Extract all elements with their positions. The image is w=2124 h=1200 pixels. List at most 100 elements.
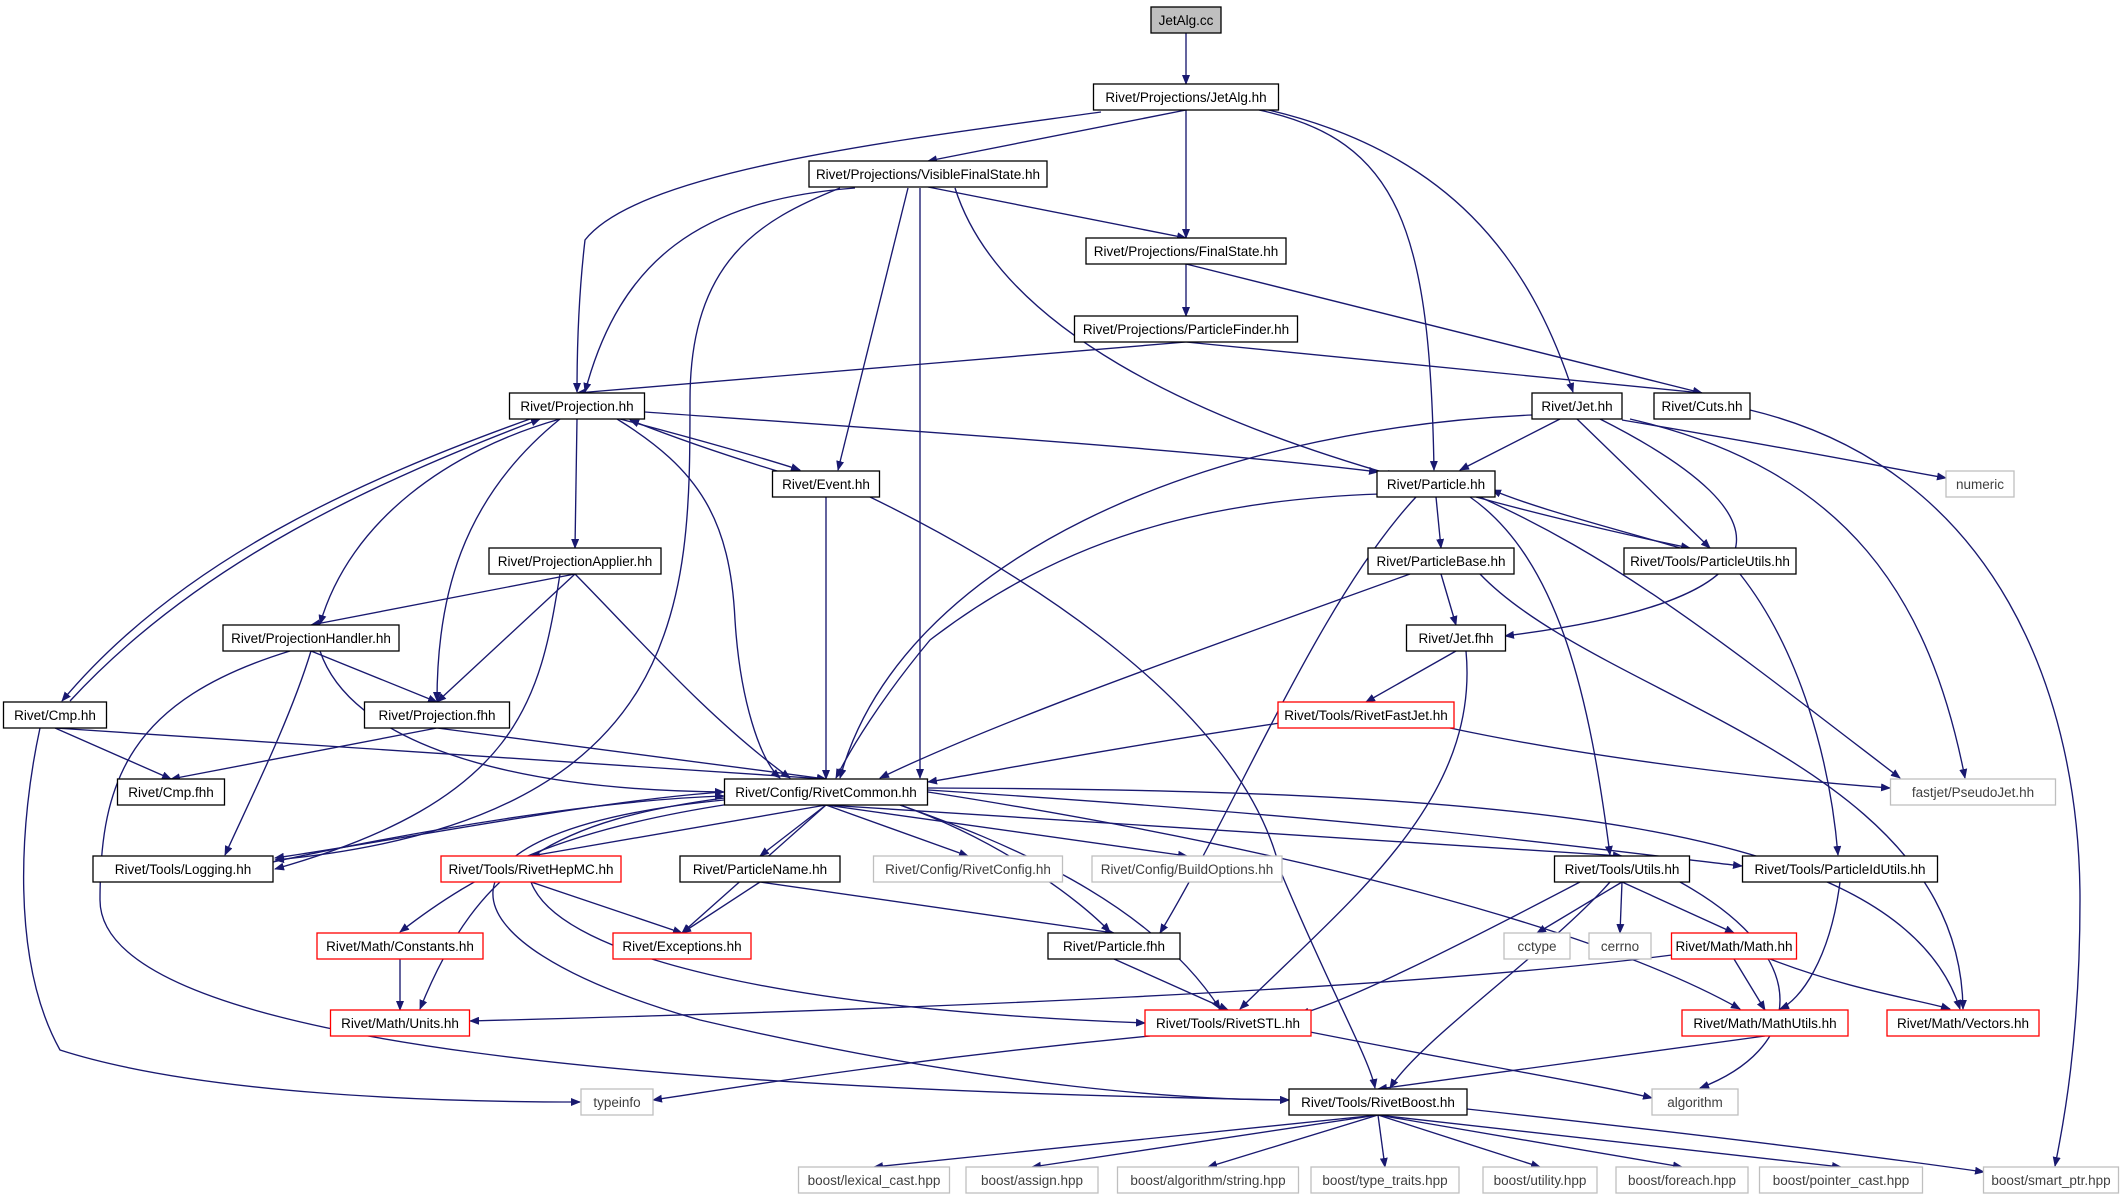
node-particleidutils[interactable]: Rivet/Tools/ParticleIdUtils.hh	[1741, 855, 1939, 883]
node-box	[1116, 1166, 1300, 1194]
edge-projhandler-to-rivetboost	[99, 650, 1290, 1104]
edge-jet_hh-to-particleutils	[1576, 418, 1711, 549]
node-exceptions[interactable]: Rivet/Exceptions.hh	[612, 932, 752, 960]
edge-projapplier-to-rivetcommon	[574, 573, 791, 779]
node-pseudojet[interactable]: fastjet/PseudoJet.hh	[1889, 778, 2057, 806]
node-label: Rivet/Math/Vectors.hh	[1897, 1016, 2029, 1031]
node-box	[1553, 855, 1691, 883]
node-rivetcommon[interactable]: Rivet/Config/RivetCommon.hh	[723, 778, 929, 806]
node-particlebase[interactable]: Rivet/ParticleBase.hh	[1367, 547, 1515, 575]
node-b-algstring[interactable]: boost/algorithm/string.hpp	[1116, 1166, 1300, 1194]
node-box	[965, 1166, 1099, 1194]
node-particlename[interactable]: Rivet/ParticleName.hh	[679, 855, 841, 883]
node-cctype[interactable]: cctype	[1503, 932, 1571, 960]
node-b-utility[interactable]: boost/utility.hpp	[1482, 1166, 1598, 1194]
edge-rivetstl-to-typeinfo	[652, 1035, 1151, 1103]
node-box	[488, 547, 662, 575]
node-projection[interactable]: Rivet/Projection.hh	[508, 392, 646, 420]
node-label: Rivet/Tools/ParticleUtils.hh	[1630, 554, 1790, 569]
edge-rivetcommon-to-rivetconfig	[825, 804, 969, 857]
node-label: Rivet/Cmp.hh	[14, 708, 96, 723]
node-rivetstl[interactable]: Rivet/Tools/RivetSTL.hh	[1144, 1009, 1312, 1037]
node-b-smartptr[interactable]: boost/smart_ptr.hpp	[1982, 1166, 2120, 1194]
node-box	[1376, 470, 1496, 498]
node-constants[interactable]: Rivet/Math/Constants.hh	[316, 932, 484, 960]
node-rivetfastjet[interactable]: Rivet/Tools/RivetFastJet.hh	[1277, 701, 1455, 729]
node-particle[interactable]: Rivet/Particle.hh	[1376, 470, 1496, 498]
node-particleutils[interactable]: Rivet/Tools/ParticleUtils.hh	[1623, 547, 1797, 575]
node-mathutils[interactable]: Rivet/Math/MathUtils.hh	[1681, 1009, 1849, 1037]
edge-rivetcommon-to-rivetstl	[899, 804, 1221, 1010]
node-box	[679, 855, 841, 883]
node-label: Rivet/ProjectionHandler.hh	[231, 631, 391, 646]
edge-proj_pf-to-cuts	[1185, 341, 1703, 397]
node-algorithm[interactable]: algorithm	[1651, 1088, 1739, 1116]
node-box	[92, 855, 274, 883]
node-box	[1670, 932, 1798, 960]
node-particle-fhh[interactable]: Rivet/Particle.fhh	[1047, 932, 1181, 960]
edge-proj_vfs-to-particle	[954, 187, 1397, 478]
node-logging[interactable]: Rivet/Tools/Logging.hh	[92, 855, 274, 883]
node-proj-pf[interactable]: Rivet/Projections/ParticleFinder.hh	[1073, 315, 1299, 343]
node-projapplier[interactable]: Rivet/ProjectionApplier.hh	[488, 547, 662, 575]
node-vectors[interactable]: Rivet/Math/Vectors.hh	[1886, 1009, 2040, 1037]
node-cmp-hh[interactable]: Rivet/Cmp.hh	[2, 701, 108, 729]
node-b-pointercast[interactable]: boost/pointer_cast.hpp	[1758, 1166, 1924, 1194]
node-label: boost/type_traits.hpp	[1322, 1173, 1447, 1188]
edge-cuts-to-b_smartptr	[1749, 409, 2081, 1167]
node-rivetboost[interactable]: Rivet/Tools/RivetBoost.hh	[1288, 1088, 1468, 1116]
node-box	[808, 160, 1048, 188]
node-label: Rivet/Jet.fhh	[1418, 631, 1493, 646]
node-box	[1367, 547, 1515, 575]
node-proj-fs[interactable]: Rivet/Projections/FinalState.hh	[1085, 237, 1287, 265]
edge-particle-to-utils	[1469, 496, 1613, 856]
node-units[interactable]: Rivet/Math/Units.hh	[329, 1009, 471, 1037]
node-utils[interactable]: Rivet/Tools/Utils.hh	[1553, 855, 1691, 883]
node-b-foreach[interactable]: boost/foreach.hpp	[1615, 1166, 1749, 1194]
node-b-typetraits[interactable]: boost/type_traits.hpp	[1310, 1166, 1460, 1194]
node-cmp-fhh[interactable]: Rivet/Cmp.fhh	[116, 778, 226, 806]
node-jet-hh[interactable]: Rivet/Jet.hh	[1531, 392, 1623, 420]
node-b-lexical[interactable]: boost/lexical_cast.hpp	[797, 1166, 951, 1194]
node-buildoptions[interactable]: Rivet/Config/BuildOptions.hh	[1091, 855, 1283, 883]
node-cuts[interactable]: Rivet/Cuts.hh	[1653, 392, 1751, 420]
edge-projection-to-proj_fhh	[433, 418, 561, 702]
node-box	[508, 392, 646, 420]
edge-math-to-units	[469, 954, 1673, 1025]
node-proj-vfs[interactable]: Rivet/Projections/VisibleFinalState.hh	[808, 160, 1048, 188]
node-box	[1144, 1009, 1312, 1037]
node-numeric[interactable]: numeric	[1945, 470, 2015, 498]
node-label: boost/foreach.hpp	[1628, 1173, 1736, 1188]
node-label: Rivet/Config/RivetConfig.hh	[885, 862, 1051, 877]
node-typeinfo[interactable]: typeinfo	[580, 1088, 654, 1116]
node-box	[1681, 1009, 1849, 1037]
edge-rivetboost-to-b_typetraits	[1377, 1114, 1388, 1168]
node-jetalg-cc[interactable]: JetAlg.cc	[1150, 6, 1222, 34]
node-rivethepmc[interactable]: Rivet/Tools/RivetHepMC.hh	[440, 855, 622, 883]
node-box	[116, 778, 226, 806]
edge-jet_hh-to-pseudojet	[1629, 418, 1968, 779]
node-box	[1047, 932, 1181, 960]
edge-particlename-to-exceptions	[681, 881, 761, 934]
edge-proj_fhh-to-rivetcommon	[436, 727, 827, 782]
node-projhandler[interactable]: Rivet/ProjectionHandler.hh	[222, 624, 400, 652]
node-b-assign[interactable]: boost/assign.hpp	[965, 1166, 1099, 1194]
node-label: algorithm	[1667, 1095, 1723, 1110]
node-event[interactable]: Rivet/Event.hh	[771, 470, 881, 498]
node-math[interactable]: Rivet/Math/Math.hh	[1670, 932, 1798, 960]
node-label: Rivet/Config/BuildOptions.hh	[1101, 862, 1274, 877]
node-box	[797, 1166, 951, 1194]
node-label: Rivet/Config/RivetCommon.hh	[735, 785, 917, 800]
node-label: Rivet/ParticleBase.hh	[1376, 554, 1505, 569]
node-label: numeric	[1956, 477, 2004, 492]
node-label: Rivet/Cuts.hh	[1661, 399, 1742, 414]
edge-projection-to-particle	[644, 411, 1379, 475]
node-label: Rivet/Tools/RivetBoost.hh	[1301, 1095, 1455, 1110]
node-jet-fhh[interactable]: Rivet/Jet.fhh	[1405, 624, 1507, 652]
node-proj-jetalg[interactable]: Rivet/Projections/JetAlg.hh	[1092, 83, 1280, 111]
edge-cmp_hh-to-projection	[69, 418, 541, 702]
node-rivetconfig[interactable]: Rivet/Config/RivetConfig.hh	[872, 855, 1064, 883]
node-cerrno[interactable]: cerrno	[1588, 932, 1652, 960]
node-proj-fhh[interactable]: Rivet/Projection.fhh	[363, 701, 511, 729]
edge-rivetboost-to-b_utility	[1377, 1114, 1541, 1169]
